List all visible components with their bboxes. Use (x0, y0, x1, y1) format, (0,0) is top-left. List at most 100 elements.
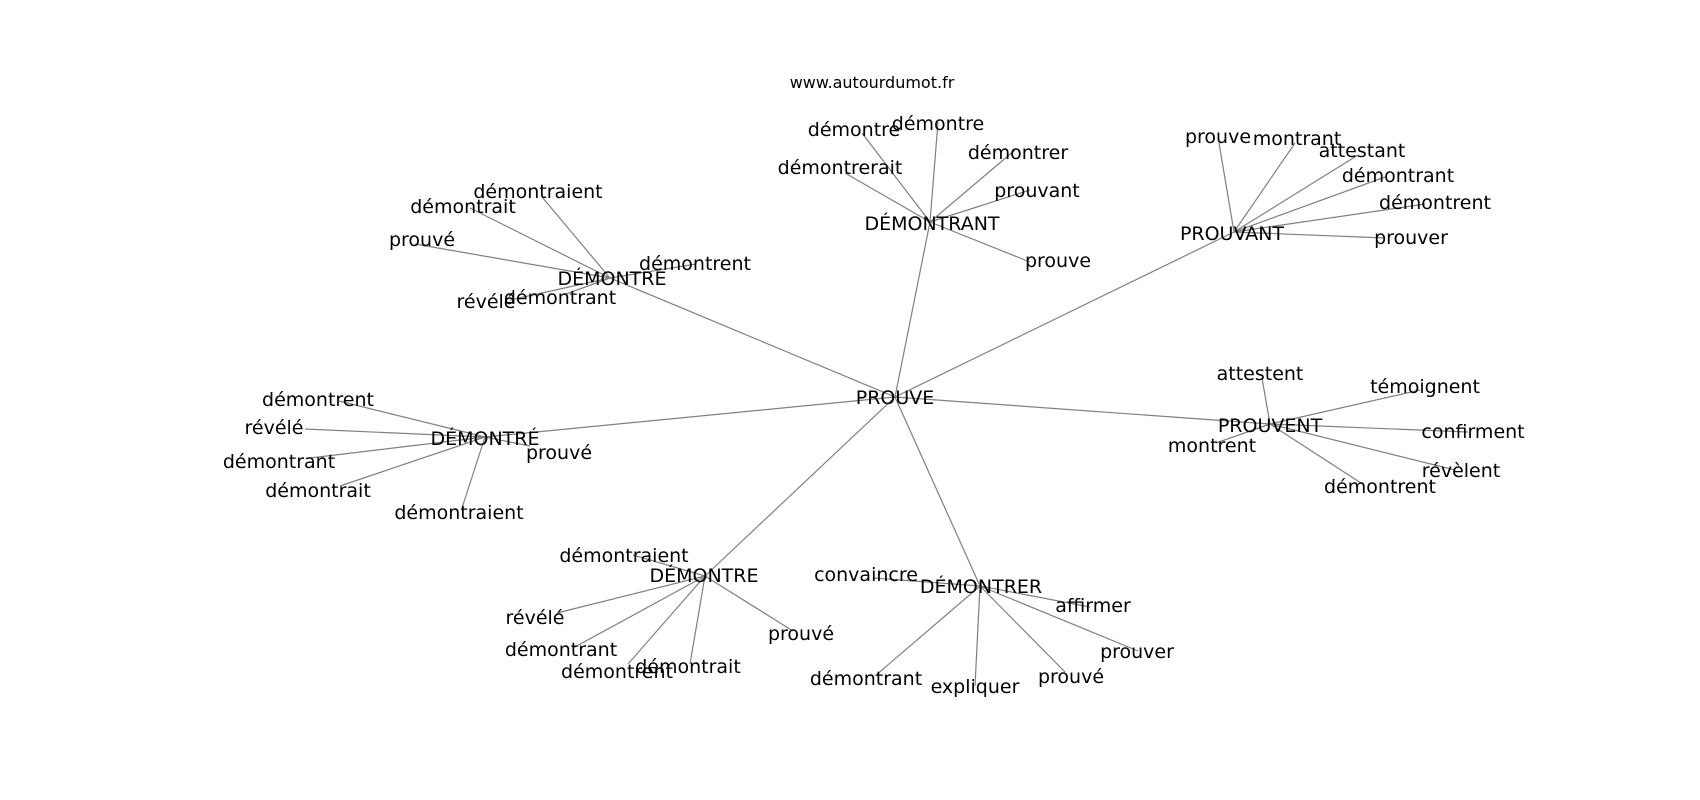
leaf-node-label[interactable]: démontrent (639, 253, 751, 275)
edge-demontrer_hub-leaf-3 (874, 585, 981, 677)
leaf-node-label[interactable]: démontre (892, 113, 984, 135)
edge-demontre_bottom_hub-leaf-2 (704, 575, 794, 632)
edge-demontre_top_hub-leaf-5 (509, 277, 611, 301)
hub-node-label[interactable]: DÉMONTRANT (864, 212, 999, 235)
edge-demontrer_hub-leaf-5 (979, 585, 1066, 673)
leaf-node-label[interactable]: démontrait (410, 196, 516, 218)
edge-demontre_bottom_hub-leaf-3 (572, 575, 706, 649)
leaf-node-label[interactable]: démontraient (394, 502, 523, 524)
edge-prouvant_hub-leaf-0 (1218, 142, 1235, 233)
edge-prouvent_hub-leaf-4 (1269, 423, 1456, 471)
edge-center-demontrant_hub (894, 221, 931, 398)
leaf-node-label[interactable]: démontrant (1342, 165, 1454, 187)
leaf-node-label[interactable]: démontraient (559, 545, 688, 567)
edge-prouvant_hub-leaf-4 (1233, 203, 1426, 233)
leaf-node-label[interactable]: prouver (1374, 227, 1448, 249)
edge-demontre_top_hub-leaf-0 (541, 196, 611, 279)
leaf-node-label[interactable]: expliquer (931, 676, 1020, 698)
leaf-node-label[interactable]: confirment (1421, 421, 1524, 443)
leaf-node-label[interactable]: prouvé (768, 623, 834, 645)
leaf-node-label[interactable]: démontraient (473, 181, 602, 203)
leaf-node-label[interactable]: démontrant (505, 639, 617, 661)
edge-demontrer_hub-leaf-2 (979, 585, 1139, 652)
edge-demontrer_hub-leaf-4 (974, 585, 981, 687)
hub-node-label[interactable]: DÉMONTRÉ (430, 427, 539, 450)
edge-prouvent_hub-leaf-2 (1269, 423, 1469, 433)
leaf-node-label[interactable]: démontrait (265, 480, 371, 502)
edge-demontrant_hub-leaf-2 (929, 149, 1016, 223)
edge-demontre_accent_hub-leaf-5 (461, 436, 486, 509)
edge-center-demontre_bottom_hub (704, 396, 896, 577)
edge-demontrer_hub-leaf-0 (873, 577, 981, 587)
leaf-node-label[interactable]: démontre (808, 119, 900, 141)
leaf-node-label[interactable]: convaincre (814, 564, 918, 586)
hub-node-label[interactable]: PROUVANT (1180, 223, 1285, 245)
edge-prouvant_hub-leaf-1 (1233, 142, 1296, 233)
leaf-node-label[interactable]: démontrent (1379, 192, 1491, 214)
leaf-node-label[interactable]: démontrant (504, 287, 616, 309)
leaf-node-label[interactable]: témoignent (1370, 376, 1480, 398)
leaf-node-label[interactable]: attestent (1217, 363, 1304, 385)
leaf-node-label[interactable]: démontrant (810, 668, 922, 690)
leaf-node-label[interactable]: attestant (1319, 140, 1406, 162)
edge-demontre_top_hub-leaf-3 (609, 263, 697, 279)
edge-demontre_accent_hub-leaf-0 (338, 400, 486, 438)
leaf-node-label[interactable]: prouvant (994, 180, 1080, 202)
leaf-node-label[interactable]: prouver (1100, 641, 1174, 663)
hub-node-label[interactable]: DÉMONTRE (557, 267, 666, 290)
edge-prouvant_hub-leaf-3 (1233, 176, 1386, 233)
edge-demontrant_hub-leaf-1 (929, 121, 939, 223)
leaf-node-label[interactable]: démontrait (635, 656, 741, 678)
hub-node-label[interactable]: PROUVENT (1218, 415, 1323, 437)
edge-prouvant_hub-leaf-2 (1233, 154, 1359, 233)
edge-demontre_accent_hub-leaf-2 (484, 436, 531, 447)
edge-demontrant_hub-leaf-5 (929, 221, 1031, 263)
leaf-node-label[interactable]: prouve (1185, 126, 1251, 148)
edge-prouvant_hub-leaf-5 (1233, 231, 1386, 239)
leaf-node-label[interactable]: démontrent (561, 661, 673, 683)
leaf-node-label[interactable]: révélé (457, 291, 516, 313)
leaf-node-label[interactable]: prouve (1025, 250, 1091, 272)
edge-demontre_bottom_hub-leaf-5 (689, 575, 706, 665)
leaf-node-label[interactable]: montrent (1168, 435, 1256, 457)
leaf-node-label[interactable]: démontrant (223, 451, 335, 473)
site-url: www.autourdumot.fr (790, 73, 955, 92)
leaf-node-label[interactable]: prouvé (1038, 666, 1104, 688)
leaf-node-label[interactable]: prouvé (389, 229, 455, 251)
edge-center-demontre_accent_hub (484, 396, 896, 438)
edge-center-prouvant_hub (894, 231, 1235, 398)
leaf-node-label[interactable]: révélé (245, 417, 304, 439)
edge-demontre_top_hub-leaf-4 (565, 277, 611, 295)
leaf-node-label[interactable]: révélé (506, 607, 565, 629)
leaf-node-label[interactable]: affirmer (1055, 595, 1131, 617)
hub-node-label[interactable]: DÉMONTRE (649, 564, 758, 587)
edge-center-demontre_top_hub (609, 277, 896, 398)
edge-demontre_bottom_hub-leaf-0 (632, 554, 706, 577)
edge-center-prouvent_hub (894, 396, 1271, 425)
edge-prouvent_hub-leaf-5 (1269, 423, 1362, 484)
edge-demontrant_hub-leaf-0 (861, 132, 931, 223)
edge-prouvent_hub-leaf-3 (1215, 423, 1271, 444)
leaf-node-label[interactable]: démontrent (1324, 476, 1436, 498)
leaf-node-label[interactable]: prouvé (526, 442, 592, 464)
edge-center-demontrer_hub (894, 396, 981, 587)
leaf-node-label[interactable]: révèlent (1422, 460, 1500, 482)
edge-demontre_top_hub-leaf-2 (414, 243, 611, 279)
edges (304, 121, 1469, 687)
edge-demontrant_hub-leaf-3 (844, 172, 931, 223)
leaf-node-label[interactable]: démontrer (968, 142, 1068, 164)
edge-demontre_top_hub-leaf-1 (469, 207, 611, 279)
edge-prouvent_hub-leaf-0 (1261, 377, 1271, 425)
leaf-node-label[interactable]: démontrerait (778, 157, 903, 179)
edge-prouvent_hub-leaf-1 (1269, 389, 1421, 425)
edge-demontre_accent_hub-leaf-1 (304, 428, 486, 438)
edge-demontre_accent_hub-leaf-4 (339, 436, 486, 487)
edge-demontre_bottom_hub-leaf-4 (627, 575, 706, 665)
leaf-node-label[interactable]: démontrent (262, 389, 374, 411)
center-node-label[interactable]: PROUVE (856, 387, 935, 409)
hub-node-label[interactable]: DÉMONTRER (920, 575, 1042, 598)
leaf-node-label[interactable]: montrant (1253, 128, 1342, 150)
edge-demontrant_hub-leaf-4 (929, 189, 1031, 223)
